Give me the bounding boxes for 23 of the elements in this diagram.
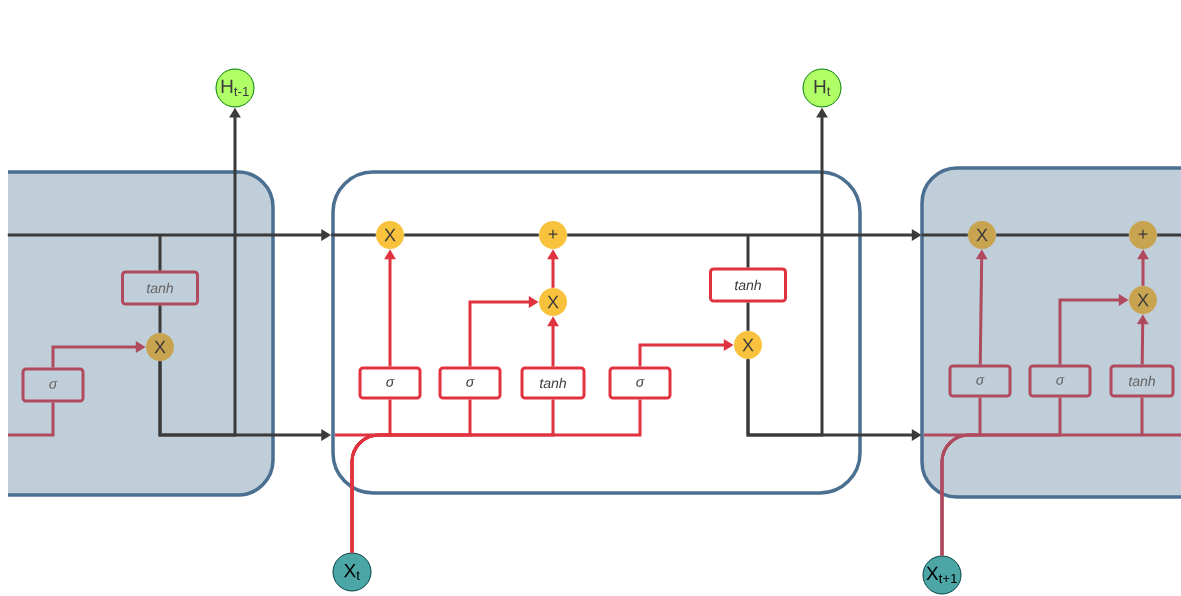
gate-box: σ (948, 364, 1012, 398)
connector (350, 399, 642, 553)
connector (996, 233, 1129, 237)
gate-box: σ (608, 366, 672, 400)
connector (921, 233, 968, 237)
gate-box: σ (438, 366, 502, 400)
connector (404, 233, 539, 237)
connector (746, 235, 750, 268)
connector (331, 233, 376, 237)
connector (1157, 233, 1181, 237)
connector (746, 302, 750, 331)
gate-box: σ (21, 367, 85, 403)
connector (8, 402, 55, 437)
gate-box: σ (1028, 364, 1092, 398)
gate-box: tanh (709, 267, 787, 303)
connector (158, 305, 162, 333)
connector (940, 396, 1181, 557)
gate-box: tanh (121, 270, 199, 306)
cell-box (6, 170, 275, 497)
connector (158, 235, 162, 271)
gate-box: tanh (1109, 364, 1175, 398)
gate-box: σ (358, 366, 422, 400)
gate-box: tanh (520, 366, 586, 400)
